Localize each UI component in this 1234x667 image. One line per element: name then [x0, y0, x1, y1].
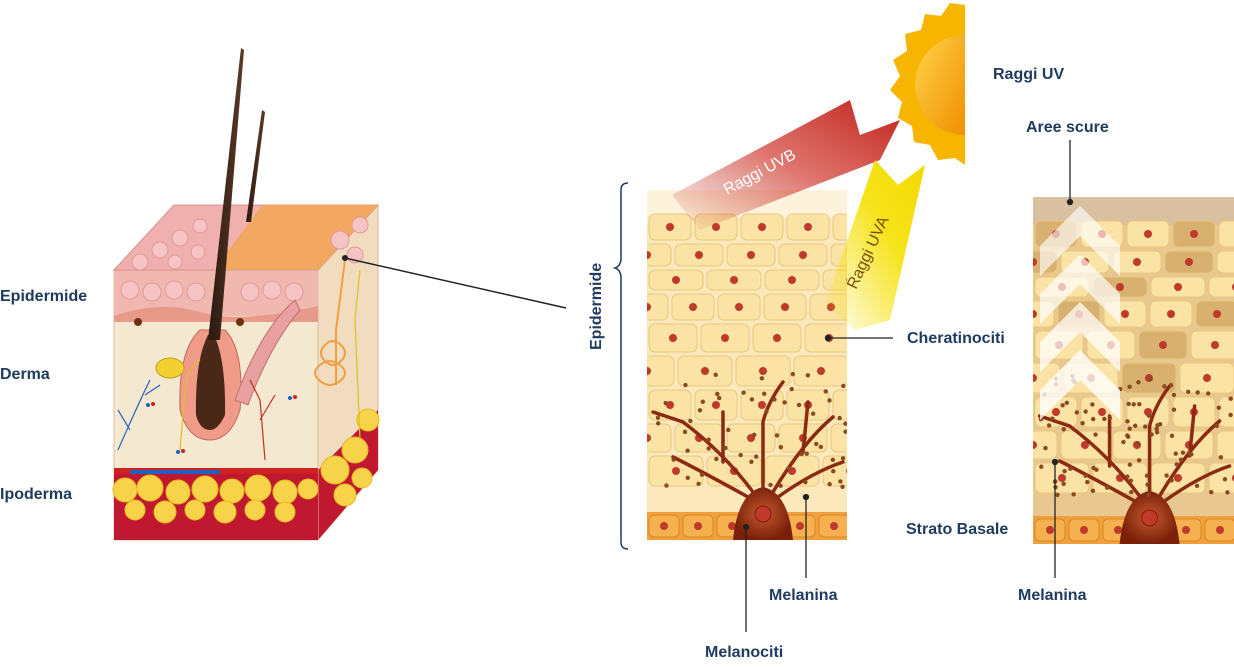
upward-chevron-icon	[1040, 350, 1120, 420]
darkened-keratinocyte-layer	[1033, 197, 1234, 544]
label-derma: Derma	[0, 366, 50, 383]
label-raggi-uv: Raggi UV	[993, 66, 1065, 83]
label-strato-basale: Strato Basale	[906, 521, 1009, 538]
label-melanina-center: Melanina	[769, 587, 838, 604]
uvb-ray	[672, 100, 900, 230]
label-melanina-right: Melanina	[1018, 587, 1087, 604]
upward-chevron-icon	[1040, 302, 1120, 372]
skin-cross-section	[112, 48, 567, 542]
label-ipoderma: Ipoderma	[0, 486, 73, 503]
epidermis-zoom-panel	[647, 190, 847, 540]
sun-icon	[890, 3, 965, 165]
upward-chevron-icon	[1040, 254, 1120, 324]
label-cheratinociti: Cheratinociti	[907, 330, 1005, 347]
label-epidermide-vertical: Epidermide	[588, 262, 605, 350]
upward-chevron-icon	[1040, 206, 1120, 276]
tanned-epidermis-panel	[1033, 197, 1234, 544]
label-aree-scure: Aree scure	[1026, 119, 1109, 136]
keratinocyte-layer	[647, 190, 847, 540]
uva-ray	[825, 160, 925, 330]
pointer-lines	[742, 140, 1074, 632]
label-melanociti: Melanociti	[705, 644, 784, 661]
label-epidermide: Epidermide	[0, 288, 88, 305]
epidermis-bracket	[612, 182, 629, 550]
